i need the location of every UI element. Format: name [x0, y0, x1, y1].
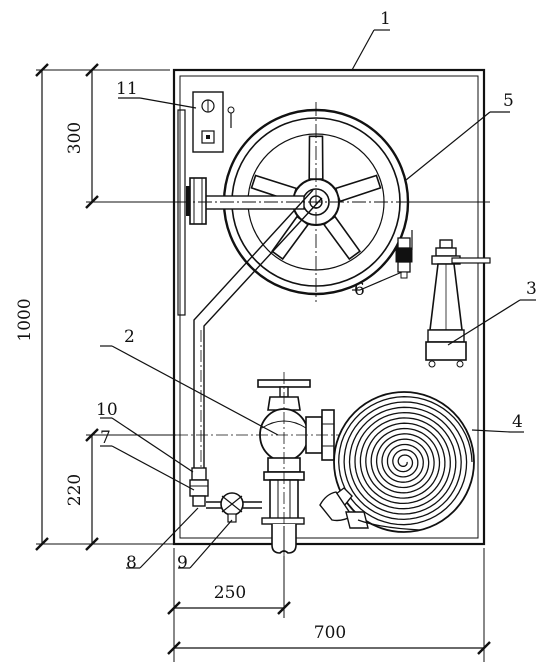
control-box [192, 91, 235, 153]
callout-6: 6 [354, 280, 365, 300]
dim-width-total: 700 [314, 623, 346, 643]
reel-spoke [322, 215, 362, 261]
small-valve [220, 492, 262, 523]
callout-2: 2 [124, 327, 135, 347]
callout-5: 5 [503, 91, 514, 111]
callout-8: 8 [126, 553, 137, 573]
dim-height-bottom: 220 [65, 474, 85, 506]
callout-3: 3 [526, 279, 537, 299]
callout-4: 4 [512, 412, 523, 432]
callout-9: 9 [177, 553, 188, 573]
callout-7: 7 [100, 428, 111, 448]
hose-coil-outline [333, 391, 475, 533]
callout-11: 11 [116, 79, 138, 99]
dim-height-total: 1000 [15, 298, 35, 341]
dim-width-inner: 250 [214, 583, 246, 603]
callout-1: 1 [380, 9, 391, 29]
hose-spiral [338, 396, 473, 526]
coiled-hose [319, 391, 475, 533]
spray-nozzle [425, 239, 491, 368]
pipe-couplings [189, 467, 224, 509]
leader-lines [100, 29, 536, 569]
center-lines [176, 102, 490, 302]
supply-pipe [193, 189, 323, 470]
reel-axle-pipe [186, 177, 305, 225]
hydrant-valve [176, 372, 340, 560]
reel-spoke [250, 174, 298, 203]
dimension-lines [35, 63, 491, 662]
reel-nozzle [395, 230, 413, 279]
callout-10: 10 [96, 400, 118, 420]
dimension-values: 1000 300 220 250 700 [15, 122, 346, 643]
door-hinge-strip [177, 109, 186, 316]
reel-spoke [334, 174, 382, 203]
callouts: 1 2 3 4 5 6 7 8 9 10 11 [96, 9, 537, 573]
dim-height-top: 300 [65, 122, 85, 154]
